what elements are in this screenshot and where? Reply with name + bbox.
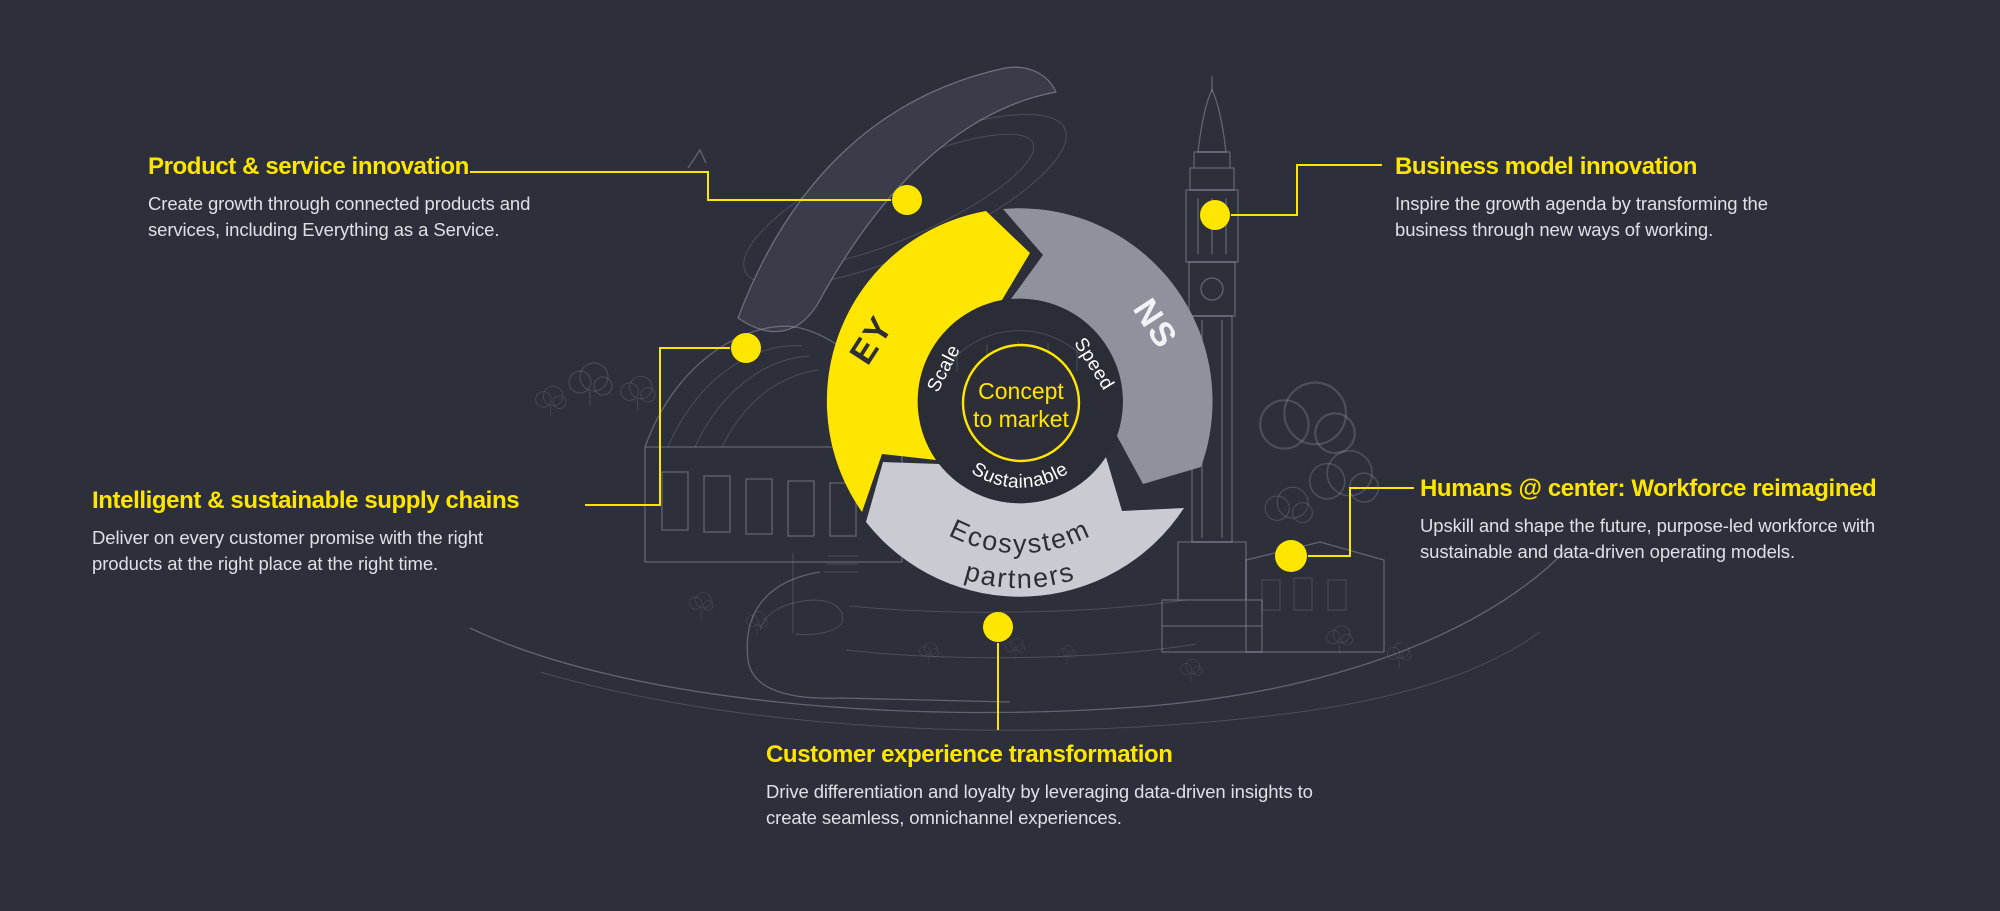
callout-title: Intelligent & sustainable supply chains — [92, 487, 520, 514]
arc-ey — [826, 211, 1030, 512]
ground-swooshes — [469, 547, 1569, 731]
sail-fin-shape — [737, 66, 1057, 332]
center-label-line2: to market — [973, 406, 1069, 432]
dot-business — [1200, 200, 1230, 230]
dot-customer — [983, 612, 1013, 642]
callout-body: Inspire the growth agenda by transformin… — [1395, 193, 1768, 240]
connector-supply — [585, 347, 730, 506]
arc-ecosystem-partners — [866, 457, 1184, 597]
callout-title: Customer experience transformation — [766, 741, 1173, 768]
callout-connectors — [470, 164, 1414, 730]
dot-product — [892, 185, 922, 215]
center-circle — [961, 343, 1081, 463]
callout-title: Humans @ center: Workforce reimagined — [1420, 475, 1877, 502]
sail-mast-flag — [687, 148, 707, 169]
clock-tower — [1161, 76, 1263, 653]
connector-humans — [1308, 487, 1414, 557]
callout-title: Business model innovation — [1395, 153, 1698, 180]
dot-humans — [1275, 540, 1307, 572]
callout-body: Upskill and shape the future, purpose-le… — [1420, 515, 1876, 562]
callout-supply-chains: Intelligent & sustainable supply chains … — [92, 486, 544, 577]
dot-supply — [731, 333, 761, 363]
callout-product-service-innovation: Product & service innovation Create grow… — [148, 152, 540, 243]
connector-product — [470, 171, 891, 201]
arc-ns — [1003, 208, 1213, 484]
terrace-garden — [746, 553, 1011, 703]
balustrade-lines — [845, 599, 1197, 659]
callout-humans-at-center: Humans @ center: Workforce reimagined Up… — [1420, 474, 1912, 565]
right-annex-buildings — [1245, 541, 1385, 653]
center-label-line1: Concept — [978, 378, 1064, 404]
callout-body: Drive differentiation and loyalty by lev… — [766, 781, 1313, 828]
callout-customer-experience: Customer experience transformation Drive… — [766, 740, 1326, 831]
callout-title: Product & service innovation — [148, 153, 469, 180]
connector-business — [1231, 164, 1382, 216]
trees — [535, 362, 1412, 683]
callout-business-model-innovation: Business model innovation Inspire the gr… — [1395, 152, 1795, 243]
callout-body: Create growth through connected products… — [148, 193, 531, 240]
callout-body: Deliver on every customer promise with t… — [92, 527, 484, 574]
